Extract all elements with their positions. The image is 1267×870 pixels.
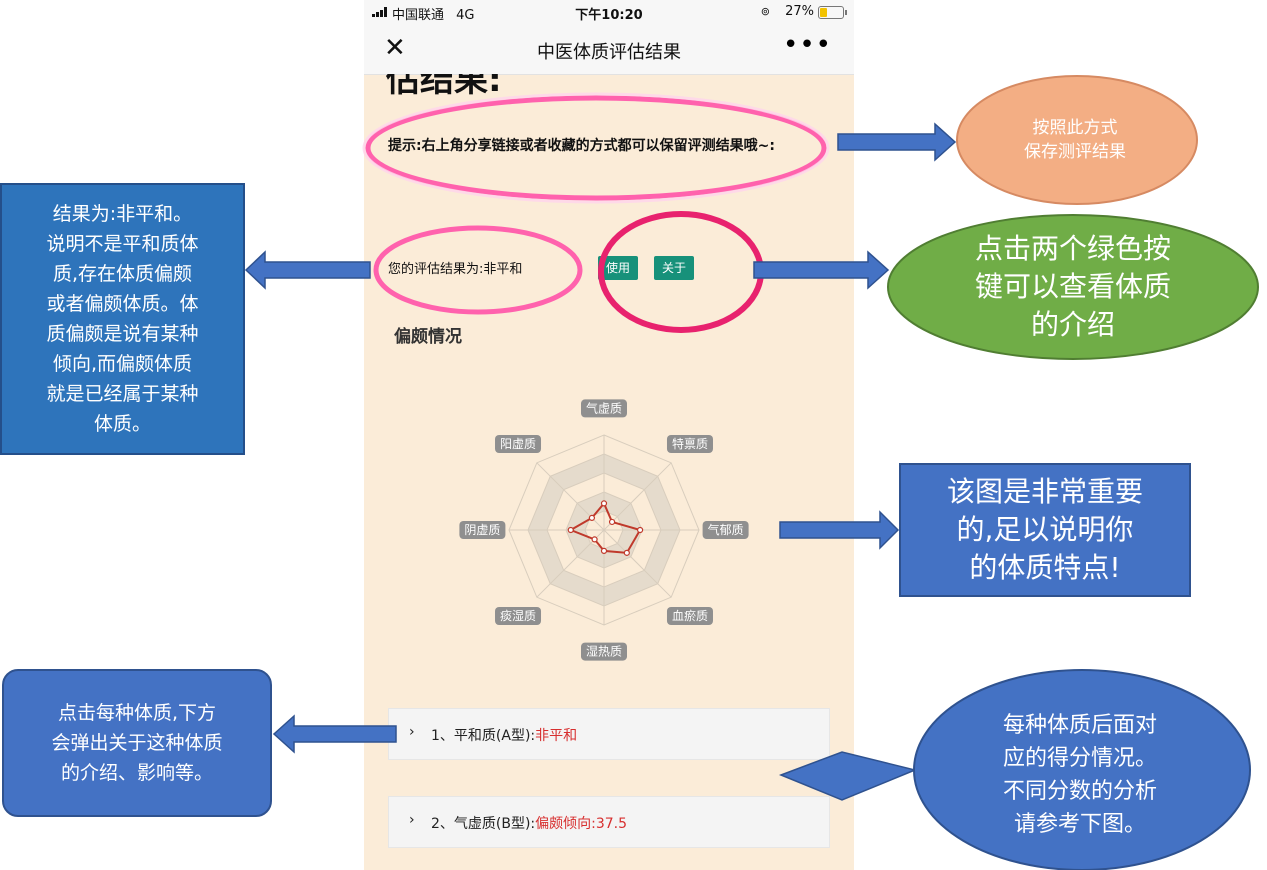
radar-spoke	[603, 462, 672, 531]
constitution-item[interactable]: › 2、气虚质(B型):偏颇倾向:37.5	[388, 796, 830, 848]
radar-axis-tag	[495, 606, 542, 625]
click-note: 点击每种体质,下方 会弹出关于这种体质 的介绍、影响等。	[51, 702, 223, 784]
radar-axis-label: 气虚质	[586, 400, 622, 415]
radar-axis-label: 痰湿质	[500, 608, 536, 623]
radar-point	[567, 526, 574, 534]
radar-axis-tag	[495, 435, 542, 454]
radar-point	[588, 514, 596, 522]
use-button[interactable]: 使用	[598, 256, 639, 280]
result-note: 结果为:非平和。 说明不是平和质体 质,存在体质偏颇 或者偏颇体质。体 质偏颇是…	[46, 203, 199, 435]
radar-axis-label: 气郁质	[708, 522, 744, 537]
orientation-lock-icon: ⊚	[760, 5, 770, 18]
buttons-note: 点击两个绿色按 键可以查看体质 的介绍	[974, 232, 1171, 341]
status-time: 下午10:20	[575, 8, 643, 23]
page-title: 中医体质评估结果	[537, 42, 681, 63]
about-button[interactable]: 关于	[654, 256, 695, 280]
carrier-name: 中国联通	[392, 8, 445, 23]
network-type: 4G	[456, 8, 475, 23]
close-icon[interactable]: ✕	[384, 33, 406, 63]
chart-note: 该图是非常重要 的,足以说明你 的体质特点!	[946, 475, 1143, 584]
score-note: 每种体质后面对 应的得分情况。 不同分数的分析 请参考下图。	[1002, 713, 1157, 837]
radar-point	[591, 536, 598, 543]
radar-axis-label: 特禀质	[672, 436, 708, 451]
radar-axis-label: 血瘀质	[672, 608, 708, 623]
radar-axis-tag	[702, 521, 749, 539]
radar-point	[600, 500, 608, 507]
battery-percent: 27%	[785, 4, 814, 19]
phone-screenshot: 中国联通 4G 下午10:20 ⊚ 27% ✕ 中医体质评估结果 ••• 估结果…	[364, 0, 854, 870]
chevron-right-icon: ›	[409, 724, 415, 740]
radar-axis-tag	[666, 606, 713, 625]
radar-axis-label: 湿热质	[586, 644, 622, 659]
radar-axis-tag	[666, 435, 713, 454]
radar-spoke	[603, 529, 672, 598]
radar-axis-tag	[581, 399, 627, 418]
radar-axis-label: 阳虚质	[500, 437, 536, 451]
status-bar: 中国联通 4G 下午10:20 ⊚ 27%	[364, 0, 854, 24]
nav-bar: ✕ 中医体质评估结果 •••	[364, 24, 854, 75]
radar-point	[608, 518, 616, 526]
item-label: 2、气虚质(B型):	[431, 816, 536, 832]
radar-point	[623, 549, 630, 556]
chevron-right-icon: ›	[409, 812, 415, 828]
save-hint: 提示:右上角分享链接或者收藏的方式都可以保留评测结果哦~:	[388, 138, 775, 154]
save-tip-note: 按照此方式 保存测评结果	[1024, 118, 1126, 162]
item-value: 偏颇倾向:37.5	[535, 816, 628, 832]
radar-axis-tag	[581, 642, 627, 661]
radar-point	[600, 547, 608, 554]
item-label: 1、平和质(A型):	[431, 728, 536, 744]
radar-point	[637, 526, 644, 534]
item-value: 非平和	[535, 728, 578, 744]
result-label: 您的评估结果为:非平和	[388, 262, 523, 277]
constitution-item[interactable]: › 1、平和质(A型):非平和	[388, 708, 830, 760]
battery-icon	[818, 6, 847, 19]
radar-axis-tag	[459, 521, 506, 539]
section-title: 偏颇情况	[394, 327, 462, 347]
signal-icon	[372, 7, 387, 17]
radar-axis-label: 阴虚质	[464, 523, 500, 537]
more-icon[interactable]: •••	[782, 30, 832, 60]
